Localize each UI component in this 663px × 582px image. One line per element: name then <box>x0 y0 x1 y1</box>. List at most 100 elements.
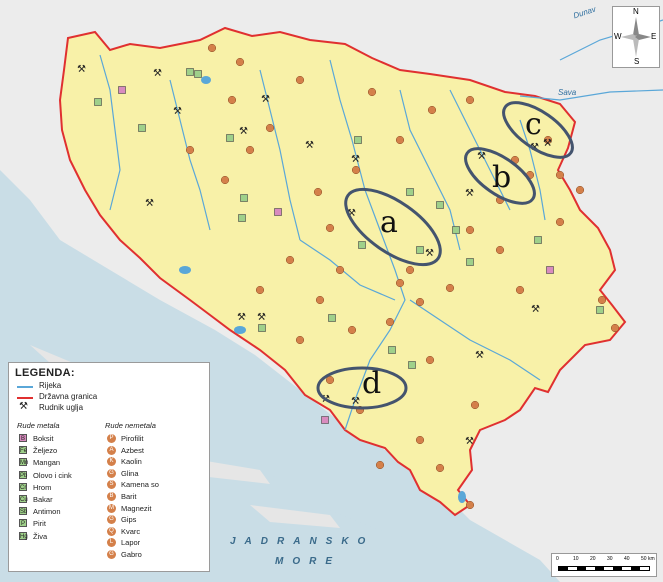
region-label-d: d <box>362 366 382 401</box>
legend-metal-label: Pirit <box>33 519 46 529</box>
legend-metal-label: Bakar <box>33 495 53 504</box>
compass-rose: N S E W <box>612 6 660 68</box>
nonmetal-symbol-icon: G <box>107 468 116 478</box>
metal-deposit-icon <box>321 416 329 424</box>
coal-mine-icon: ⚒ <box>153 68 162 79</box>
metal-deposit-icon <box>408 361 416 369</box>
legend-nonmetal-label: Pirofilit <box>121 434 144 443</box>
legend-nonmetal-label: Lapor <box>121 538 141 548</box>
nonmetal-deposit-icon <box>405 265 415 275</box>
legend-nonmetal-label: Gabro <box>121 550 142 559</box>
nonmetal-symbol-icon: B <box>107 492 116 501</box>
metal-deposit-icon <box>194 70 202 78</box>
metal-deposit-icon <box>596 306 604 314</box>
metal-deposit-icon <box>226 134 234 142</box>
scale-label: 50 km <box>641 556 655 562</box>
nonmetal-symbol-icon: M <box>107 503 116 513</box>
nonmetal-deposit-icon <box>375 460 385 470</box>
compass-w: W <box>614 32 622 41</box>
nonmetal-deposit-icon <box>610 323 620 333</box>
nonmetal-deposit-icon <box>465 95 475 105</box>
sea-label-line2: MORE <box>275 556 341 567</box>
ellipse-a <box>344 187 442 267</box>
compass-s: S <box>634 57 640 66</box>
legend-border: Državna granica <box>15 392 205 403</box>
lake <box>179 266 191 274</box>
coal-mine-icon: ⚒ <box>465 436 474 447</box>
metal-symbol-icon: Hg <box>19 531 28 540</box>
legend-metal-item: Pb Olovo i cink <box>19 470 109 480</box>
region-label-c: c <box>525 107 542 142</box>
metal-deposit-icon <box>274 208 282 216</box>
legend-river: Rijeka <box>15 381 205 392</box>
coal-mine-icon: ⚒ <box>351 396 360 407</box>
nonmetal-deposit-icon <box>427 105 437 115</box>
coal-mine-icon: ⚒ <box>145 198 154 209</box>
metal-deposit-icon <box>94 98 102 106</box>
nonmetal-deposit-icon <box>415 297 425 307</box>
legend-nonmetal-item: M Magnezit <box>107 503 197 513</box>
river-label-sava: Sava <box>558 88 577 97</box>
highlight-ellipses <box>316 101 574 410</box>
metal-symbol-icon: Pb <box>19 470 28 479</box>
coal-mine-icon: ⚒ <box>257 312 266 323</box>
nonmetal-deposit-icon <box>313 187 323 197</box>
nonmetal-deposit-icon <box>285 255 295 265</box>
nonmetal-symbol-icon: L <box>107 538 116 548</box>
nonmetal-deposit-icon <box>235 57 245 67</box>
coal-mine-icon: ⚒ <box>173 106 182 117</box>
nonmetal-deposit-icon <box>227 95 237 105</box>
coal-mine-icon: ⚒ <box>543 138 552 149</box>
legend-nonmetal-label: Magnezit <box>121 503 152 513</box>
metal-deposit-icon <box>358 241 366 249</box>
coal-mine-icon: ⚒ <box>477 151 486 162</box>
metal-symbol-icon: Cr <box>19 482 27 491</box>
scale-label: 10 <box>573 556 579 562</box>
nonmetal-deposit-icon <box>395 135 405 145</box>
nonmetal-deposit-icon <box>575 185 585 195</box>
metal-deposit-icon <box>534 236 542 244</box>
legend-coal: ⚒ Rudnik uglja <box>15 401 205 414</box>
metal-symbol-icon: Sb <box>19 507 28 516</box>
nonmetal-deposit-icon <box>395 278 405 288</box>
nonmetal-deposit-icon <box>470 400 480 410</box>
nonmetal-deposit-icon <box>325 223 335 233</box>
nonmetal-deposit-icon <box>335 265 345 275</box>
lake <box>201 76 211 84</box>
metal-symbol-icon: B <box>19 434 27 442</box>
crossed-hammers-icon: ⚒ <box>19 401 28 412</box>
nonmetal-deposit-icon <box>385 317 395 327</box>
region-label-b: b <box>492 160 512 195</box>
legend-metal-label: Željezo <box>33 446 58 456</box>
nonmetal-deposit-icon <box>543 135 553 145</box>
legend-nonmetal-label: Barit <box>121 492 137 501</box>
metal-deposit-icon <box>436 201 444 209</box>
scale-label: 40 <box>624 556 630 562</box>
nonmetal-deposit-icon <box>255 285 265 295</box>
ellipse-b <box>464 147 536 205</box>
sea-label-line1: JADRANSKO <box>230 536 375 547</box>
border-line-icon <box>17 397 33 399</box>
legend-metal-label: Olovo i cink <box>33 470 72 480</box>
nonmetal-deposit-icon <box>465 225 475 235</box>
nonmetal-symbol-icon: G <box>107 515 116 525</box>
legend-coal-label: Rudnik uglja <box>39 403 84 412</box>
river-line-icon <box>17 386 33 388</box>
metal-deposit-icon <box>328 314 336 322</box>
legend-metals-title: Rude metala <box>17 421 60 430</box>
nonmetal-deposit-icon <box>325 375 335 385</box>
coal-mine-icon: ⚒ <box>425 248 434 259</box>
nonmetal-symbol-icon: S <box>107 480 116 490</box>
metal-symbol-icon: Fe <box>19 446 28 455</box>
coal-mine-icon: ⚒ <box>77 64 86 75</box>
nonmetal-deposit-icon <box>347 325 357 335</box>
mineral-symbols: ⚒⚒⚒⚒⚒⚒⚒⚒⚒⚒⚒⚒⚒⚒⚒⚒⚒⚒⚒⚒⚒ <box>77 43 620 510</box>
nonmetal-deposit-icon <box>367 87 377 97</box>
